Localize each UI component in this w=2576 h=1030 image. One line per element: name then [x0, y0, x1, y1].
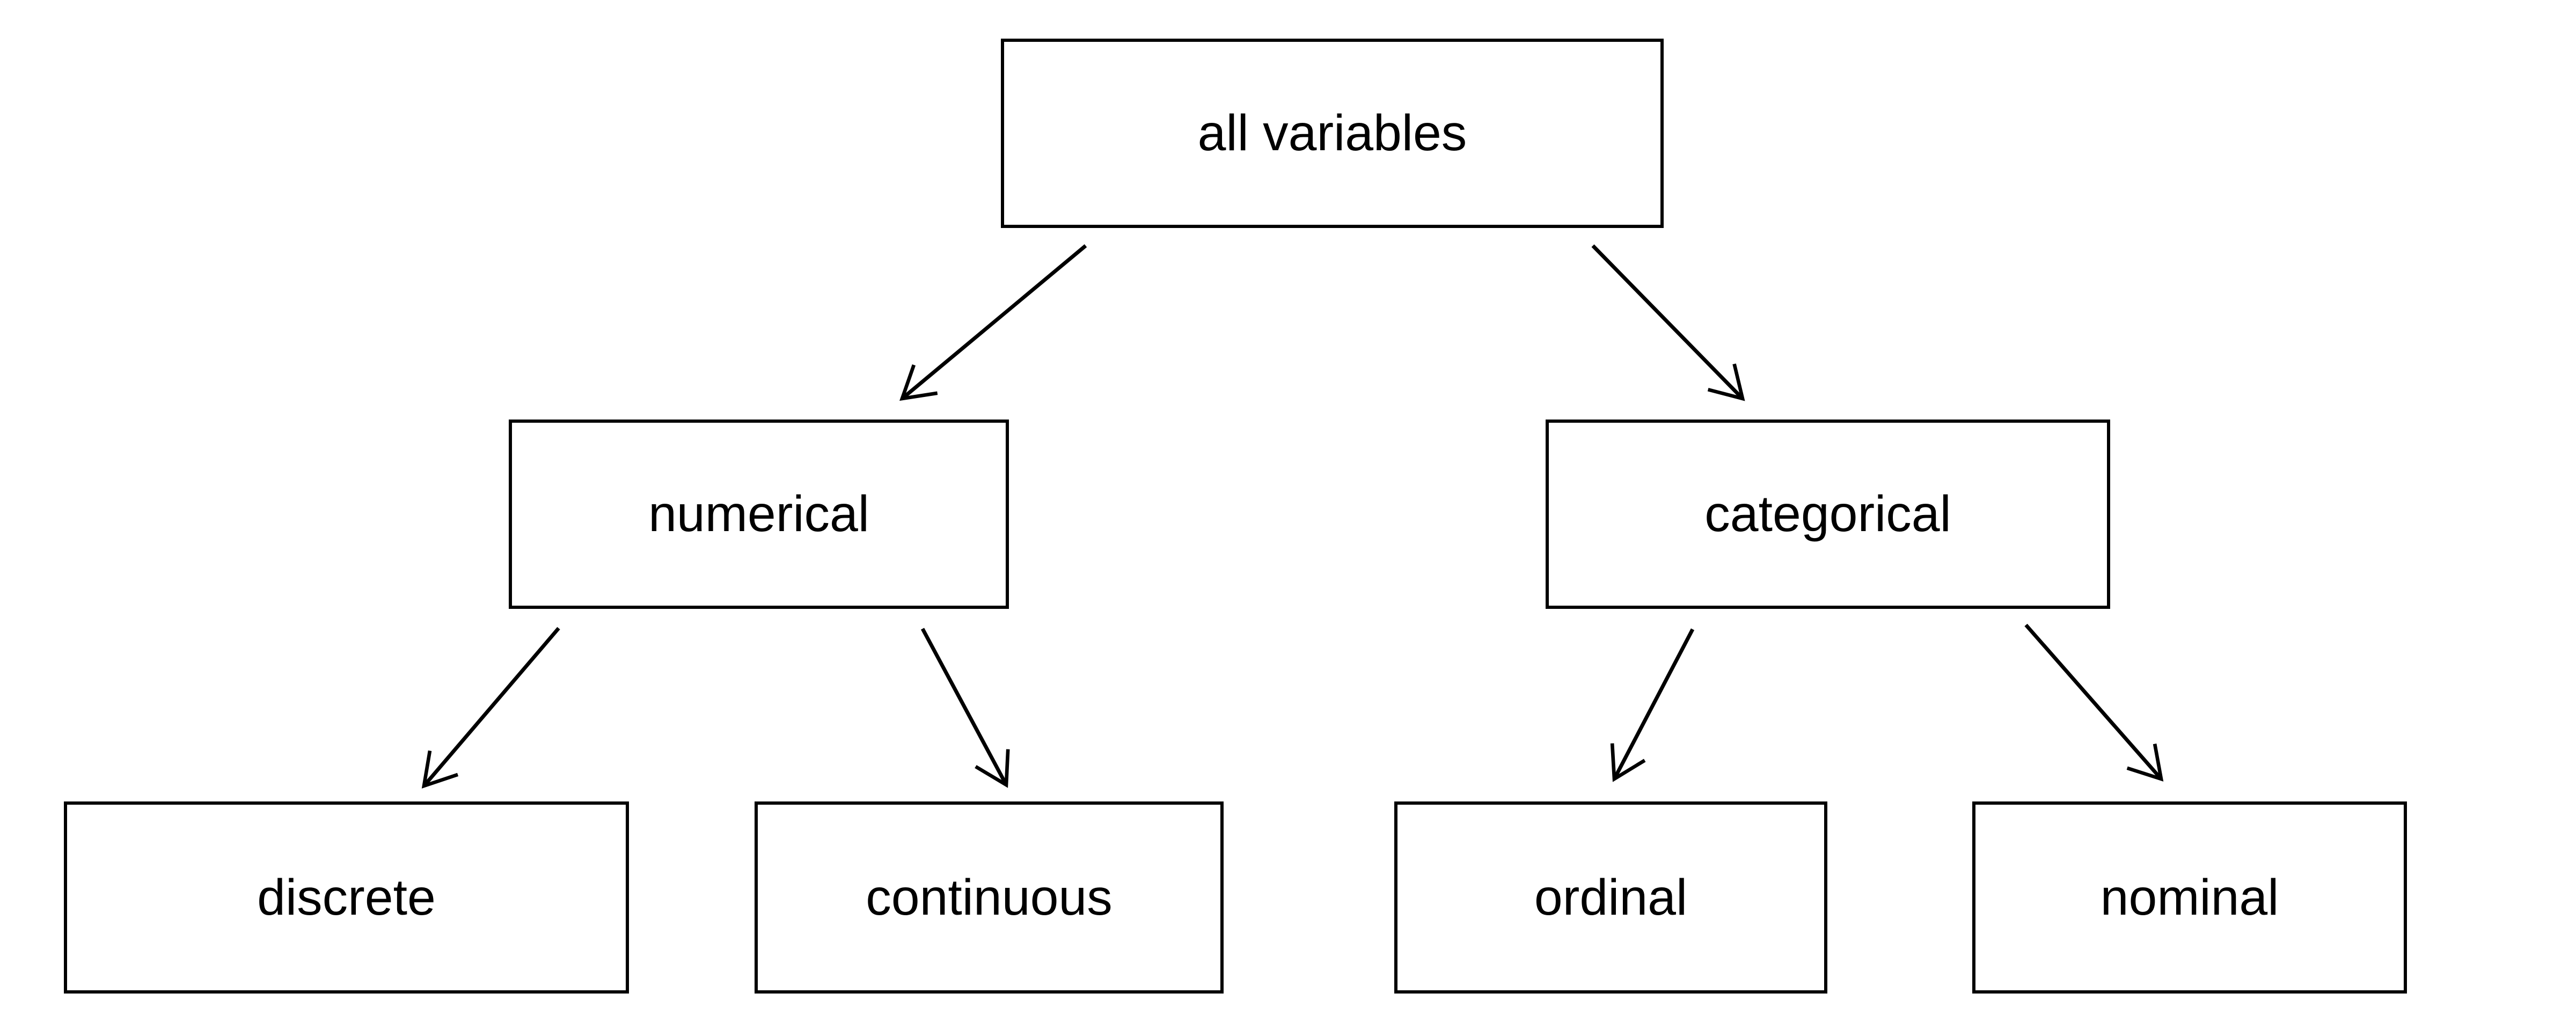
node-all-variables: all variables: [1001, 39, 1664, 228]
edge-all-variables-to-categorical: [1591, 244, 1745, 401]
edge-numerical-to-continuous: [920, 628, 1010, 788]
edge-numerical-to-discrete: [421, 627, 560, 789]
edge-all-variables-to-numerical: [899, 244, 1087, 401]
node-ordinal: ordinal: [1394, 801, 1827, 994]
node-nominal: nominal: [1972, 801, 2407, 994]
edge-categorical-to-ordinal: [1610, 628, 1695, 782]
node-discrete: discrete: [64, 801, 629, 994]
node-continuous: continuous: [755, 801, 1224, 994]
node-numerical: numerical: [509, 420, 1009, 609]
edge-categorical-to-nominal: [2024, 623, 2164, 782]
node-categorical: categorical: [1546, 420, 2110, 609]
